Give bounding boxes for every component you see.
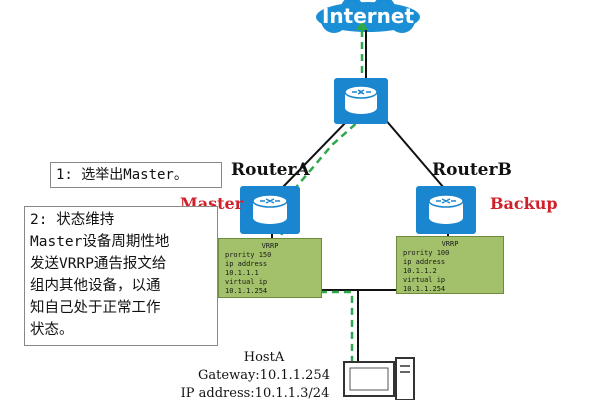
vrrp-ip-label: ip address xyxy=(403,258,446,266)
vrrp-config-router-a: VRRP prority 150 ip address 10.1.1.1 vir… xyxy=(218,238,322,298)
host-computer-icon xyxy=(343,357,415,400)
callout-elect-master: 1: 选举出Master。 xyxy=(50,162,222,188)
router-icon xyxy=(416,186,476,234)
internet-label: Internet xyxy=(321,4,415,28)
vrrp-priority: prority 150 xyxy=(225,251,272,259)
router-a-name: RouterA xyxy=(231,160,310,180)
vrrp-priority: prority 100 xyxy=(403,249,450,257)
vrrp-ip: 10.1.1.1 xyxy=(225,269,259,277)
host-gateway: Gateway:10.1.1.254 xyxy=(198,368,330,383)
host-ip: IP address:10.1.1.3/24 xyxy=(180,386,330,401)
router-b-name: RouterB xyxy=(432,160,512,180)
vrrp-vip: 10.1.1.254 xyxy=(403,285,446,293)
router-icon xyxy=(240,186,300,234)
router-b-role: Backup xyxy=(490,194,558,213)
host-name: HostA xyxy=(243,350,285,365)
vrrp-config-router-b: VRRP prority 100 ip address 10.1.1.2 vir… xyxy=(396,236,504,294)
path-arrow xyxy=(356,20,368,30)
cloud-icon xyxy=(316,0,420,33)
vrrp-vip-label: virtual ip xyxy=(403,276,446,284)
vrrp-vip-label: virtual ip xyxy=(225,278,268,286)
vrrp-title: VRRP xyxy=(261,242,279,250)
vrrp-title: VRRP xyxy=(441,240,459,248)
vrrp-ip-label: ip address xyxy=(225,260,268,268)
vrrp-vip: 10.1.1.254 xyxy=(225,287,268,295)
router-icon xyxy=(334,78,388,124)
vrrp-ip: 10.1.1.2 xyxy=(403,267,437,275)
callout-state-maintain: 2: 状态维持 Master设备周期性地 发送VRRP通告报文给 组内其他设备，… xyxy=(24,206,218,346)
